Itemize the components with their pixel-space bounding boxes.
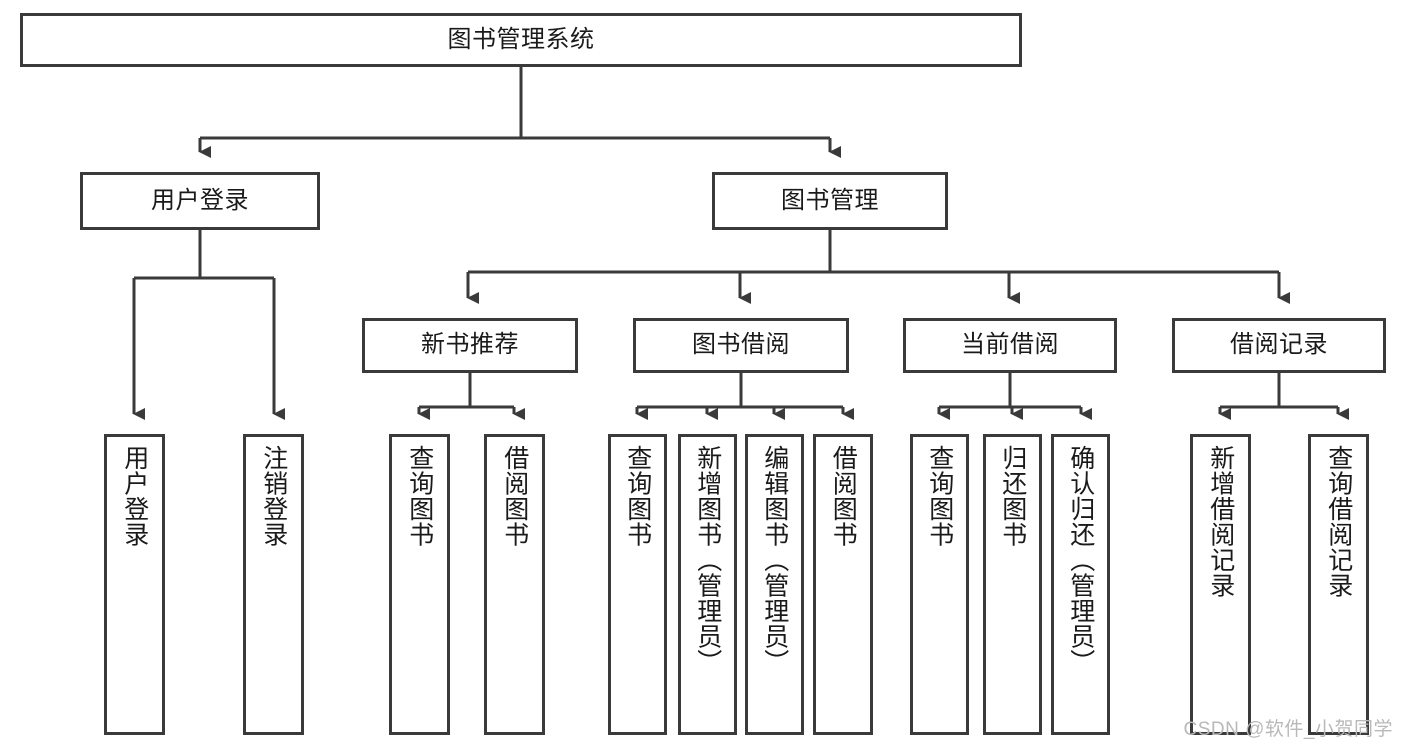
node-leaf-borrow-book-1[interactable]: 借阅图书: [484, 434, 545, 735]
node-leaf-borrow-book-2-label: 借阅图书: [829, 445, 858, 547]
node-current-borrow[interactable]: 当前借阅: [903, 318, 1117, 373]
node-leaf-borrow-book-2[interactable]: 借阅图书: [813, 434, 873, 735]
node-book-borrow-label: 图书借阅: [692, 331, 790, 359]
node-leaf-query-book-2[interactable]: 查询图书: [608, 434, 667, 735]
node-leaf-add-book-label: 新增图书（管理员）: [693, 445, 722, 675]
node-leaf-add-book[interactable]: 新增图书（管理员）: [678, 434, 737, 735]
node-leaf-query-book-1[interactable]: 查询图书: [389, 434, 450, 735]
node-leaf-add-record-label: 新增借阅记录: [1206, 445, 1235, 598]
node-current-borrow-label: 当前借阅: [961, 331, 1059, 359]
node-leaf-query-record-label: 查询借阅记录: [1324, 445, 1353, 598]
node-leaf-return-book-label: 归还图书: [998, 445, 1027, 547]
node-user-login[interactable]: 用户登录: [80, 172, 320, 230]
node-leaf-query-book-1-label: 查询图书: [405, 445, 434, 547]
node-leaf-logout-label: 注销登录: [259, 445, 288, 547]
node-leaf-query-book-3[interactable]: 查询图书: [910, 434, 969, 735]
node-root-label: 图书管理系统: [447, 25, 595, 53]
node-leaf-return-book[interactable]: 归还图书: [983, 434, 1042, 735]
node-leaf-query-book-2-label: 查询图书: [623, 445, 652, 547]
node-leaf-logout[interactable]: 注销登录: [243, 434, 304, 735]
node-leaf-user-login-label: 用户登录: [120, 445, 149, 547]
node-leaf-confirm-return-label: 确认归还（管理员）: [1066, 445, 1095, 675]
node-borrow-records-label: 借阅记录: [1230, 331, 1328, 359]
node-leaf-confirm-return[interactable]: 确认归还（管理员）: [1051, 434, 1110, 735]
node-leaf-query-book-3-label: 查询图书: [925, 445, 954, 547]
node-root[interactable]: 图书管理系统: [20, 13, 1022, 67]
node-leaf-edit-book-label: 编辑图书（管理员）: [760, 445, 789, 675]
node-leaf-add-record[interactable]: 新增借阅记录: [1190, 434, 1251, 735]
node-book-management[interactable]: 图书管理: [712, 172, 948, 230]
node-book-management-label: 图书管理: [781, 186, 879, 214]
node-leaf-user-login[interactable]: 用户登录: [104, 434, 165, 735]
node-borrow-records[interactable]: 借阅记录: [1172, 318, 1386, 373]
node-book-borrow[interactable]: 图书借阅: [633, 318, 849, 373]
node-leaf-query-record[interactable]: 查询借阅记录: [1308, 434, 1369, 735]
node-leaf-edit-book[interactable]: 编辑图书（管理员）: [745, 434, 804, 735]
node-new-book-recommend[interactable]: 新书推荐: [362, 318, 578, 373]
node-new-book-recommend-label: 新书推荐: [421, 331, 519, 359]
csdn-watermark: CSDN @软件_小贺同学: [1183, 719, 1393, 740]
node-leaf-borrow-book-1-label: 借阅图书: [500, 445, 529, 547]
node-user-login-label: 用户登录: [151, 186, 249, 214]
